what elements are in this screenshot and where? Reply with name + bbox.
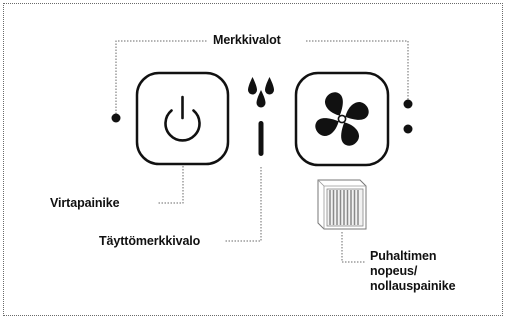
leader-lines — [115, 40, 409, 263]
label-fan-speed-reset-line3: nollauspainike — [370, 279, 456, 293]
fill-indicator-light — [258, 121, 264, 156]
power-icon — [164, 95, 201, 142]
label-indicator-lights: Merkkivalot — [213, 33, 281, 47]
label-fill-indicator: Täyttömerkkivalo — [99, 234, 201, 248]
leader-power-button — [158, 166, 184, 204]
label-fan-speed-reset: Puhaltimen nopeus/ nollauspainike — [370, 249, 456, 294]
power-button[interactable] — [135, 71, 230, 166]
leader-indicator-left — [115, 40, 208, 117]
indicator-dot-left — [111, 113, 121, 123]
fan-speed-reset-button[interactable] — [294, 71, 390, 167]
diagram-frame — [3, 3, 503, 316]
indicator-dot-right-bottom — [403, 124, 413, 134]
filter-icon — [317, 179, 367, 230]
fan-icon — [315, 92, 369, 146]
label-fan-speed-reset-line1: Puhaltimen — [370, 249, 437, 263]
water-drops-icon — [248, 77, 274, 108]
label-power-button: Virtapainike — [50, 196, 120, 210]
indicator-dot-right-top — [403, 99, 413, 109]
label-fan-speed-reset-line2: nopeus/ — [370, 264, 418, 278]
leader-fill-indicator — [224, 167, 262, 242]
leader-indicator-right — [306, 40, 409, 100]
leader-fan-button — [341, 232, 366, 263]
